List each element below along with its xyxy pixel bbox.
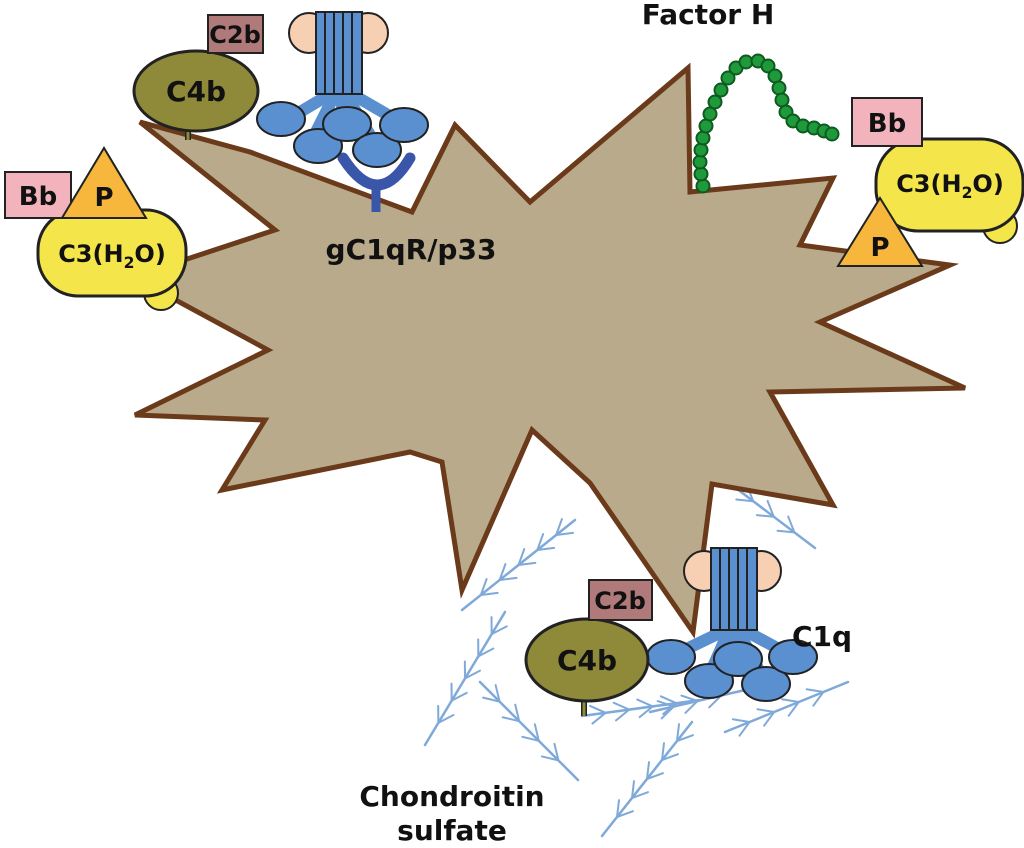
chondroitin-chain-segment <box>580 698 702 718</box>
chondroitin-chain-segment <box>612 701 631 711</box>
c3-convertase-left: C3(H2O) Bb P <box>4 146 188 311</box>
chondroitin-chain-segment <box>482 696 501 703</box>
factor-h-label: Factor H <box>642 0 775 31</box>
chondroitin-chain-segment <box>517 561 537 566</box>
factor-h-bead <box>760 58 776 74</box>
c3h2o-left-label: C3(H2O) <box>58 240 166 272</box>
c2b-bottom-label: C2b <box>594 587 646 615</box>
chondroitin-chain-segment <box>501 716 521 723</box>
chondroitin-chain-segment <box>437 713 455 724</box>
chondroitin-chain-segment <box>615 708 631 722</box>
c1q-molecule-top <box>256 11 429 168</box>
factor-h-bead <box>692 154 708 170</box>
chondroitin-sulfate-chains <box>423 468 850 838</box>
chondroitin-chain-segment <box>553 742 560 762</box>
chondroitin-chain-segment <box>636 698 654 708</box>
chondroitin-chain-segment <box>638 705 654 719</box>
chondroitin-chain-segment <box>536 533 545 551</box>
chondroitin-chain-segment <box>555 518 563 536</box>
chondroitin-chain-segment <box>514 703 521 723</box>
factor-h-bead <box>693 142 709 158</box>
chondroitin-chain-segment <box>517 548 526 566</box>
chondroitin-chain-segment <box>776 529 796 534</box>
c1q-molecule-bottom <box>646 547 818 702</box>
factor-h-bead <box>720 70 736 86</box>
chondroitin-chain-segment <box>731 718 751 723</box>
chondroitin-chain-segment <box>536 546 556 551</box>
cell-body <box>133 62 967 639</box>
chondroitin-chain-segment <box>646 772 664 780</box>
chondroitin-chain-segment <box>479 591 499 596</box>
chondroitin-chain-segment <box>540 755 560 762</box>
chondroitin-chain-segment <box>756 708 776 713</box>
chondroitin-chain-segment <box>591 711 607 725</box>
chondroitin-chain-segment <box>490 625 508 636</box>
chondroitin-chain-segment <box>533 723 540 742</box>
gc1qr-label: gC1qR/p33 <box>326 233 497 266</box>
c1q-label: C1q <box>792 620 852 653</box>
p-right-label: P <box>870 233 889 263</box>
chondroitin-chain-segment <box>616 810 634 818</box>
chondroitin-chain-segment <box>680 694 699 702</box>
c4b-bottom-group: C4b C2b <box>524 579 653 716</box>
factor-h-bead <box>695 178 711 194</box>
chondroitin-chain-segment <box>781 698 800 703</box>
chondroitin-chain-segment <box>646 761 651 780</box>
chondroitin-chain-segment <box>631 791 649 799</box>
c4b-top-label: C4b <box>166 75 226 108</box>
chondroitin-chain-segment <box>676 723 681 742</box>
chondroitin-chain-segment <box>494 684 501 703</box>
chondroitin-chain-segment <box>589 704 607 714</box>
c4b-top-group: C4b C2b <box>132 14 264 140</box>
chondroitin-chain-segment <box>755 514 775 518</box>
factor-h-bead <box>738 54 754 70</box>
chondroitin-chain-segment <box>478 680 580 782</box>
chondroitin-chain-segment <box>661 753 679 761</box>
chondroitin-chain-segment <box>660 705 675 720</box>
chondroitin-chain-segment <box>477 647 495 658</box>
chondroitin-chain-segment <box>812 691 825 707</box>
chondroitin-sulfate-label-line1: Chondroitin <box>359 780 544 813</box>
chondroitin-chain-segment <box>684 700 699 714</box>
chondroitin-chain-segment <box>521 735 540 742</box>
chondroitin-chain-segment <box>656 700 675 708</box>
chondroitin-chain-segment <box>498 563 507 581</box>
factor-h-bead <box>693 166 709 182</box>
bb-right-label: Bb <box>868 109 906 139</box>
chondroitin-chain-segment <box>631 780 636 799</box>
c3h2o-right-label: C3(H2O) <box>896 170 1004 202</box>
factor-h-bead <box>771 80 787 96</box>
chondroitin-chain-segment <box>787 701 800 717</box>
chondroitin-chain-segment <box>676 734 694 742</box>
factor-h-bead <box>713 82 729 98</box>
c3-convertase-right: C3(H2O) Bb P <box>836 97 1024 267</box>
chondroitin-chain-segment <box>659 695 678 705</box>
bb-left-label: Bb <box>19 182 57 212</box>
chondroitin-chain-segment <box>805 688 825 693</box>
factor-h-bead <box>707 94 723 110</box>
chondroitin-chain-segment <box>498 576 518 581</box>
factor-h-bead <box>824 126 840 142</box>
c4b-bottom-label: C4b <box>557 644 617 677</box>
factor-h-bead-chain <box>692 53 840 194</box>
chondroitin-chain-segment <box>450 691 468 702</box>
chondroitin-chain-segment <box>763 711 776 727</box>
chondroitin-sulfate-label-line2: sulfate <box>397 814 507 847</box>
chondroitin-chain-segment <box>464 669 482 680</box>
factor-h-bead <box>695 130 711 146</box>
p-left-label: P <box>94 183 113 213</box>
chondroitin-chain-segment <box>735 498 755 503</box>
chondroitin-chain-segment <box>787 515 796 534</box>
chondroitin-chain-segment <box>479 578 488 596</box>
chondroitin-chain-segment <box>723 680 850 734</box>
chondroitin-chain-segment <box>738 721 751 737</box>
gc1qr-receptor <box>337 152 416 212</box>
chondroitin-chain-segment <box>766 499 775 518</box>
c2b-top-label: C2b <box>209 21 261 49</box>
chondroitin-chain-segment <box>661 742 666 761</box>
chondroitin-chain-segment <box>555 531 575 536</box>
chondroitin-chain-segment <box>616 799 621 818</box>
